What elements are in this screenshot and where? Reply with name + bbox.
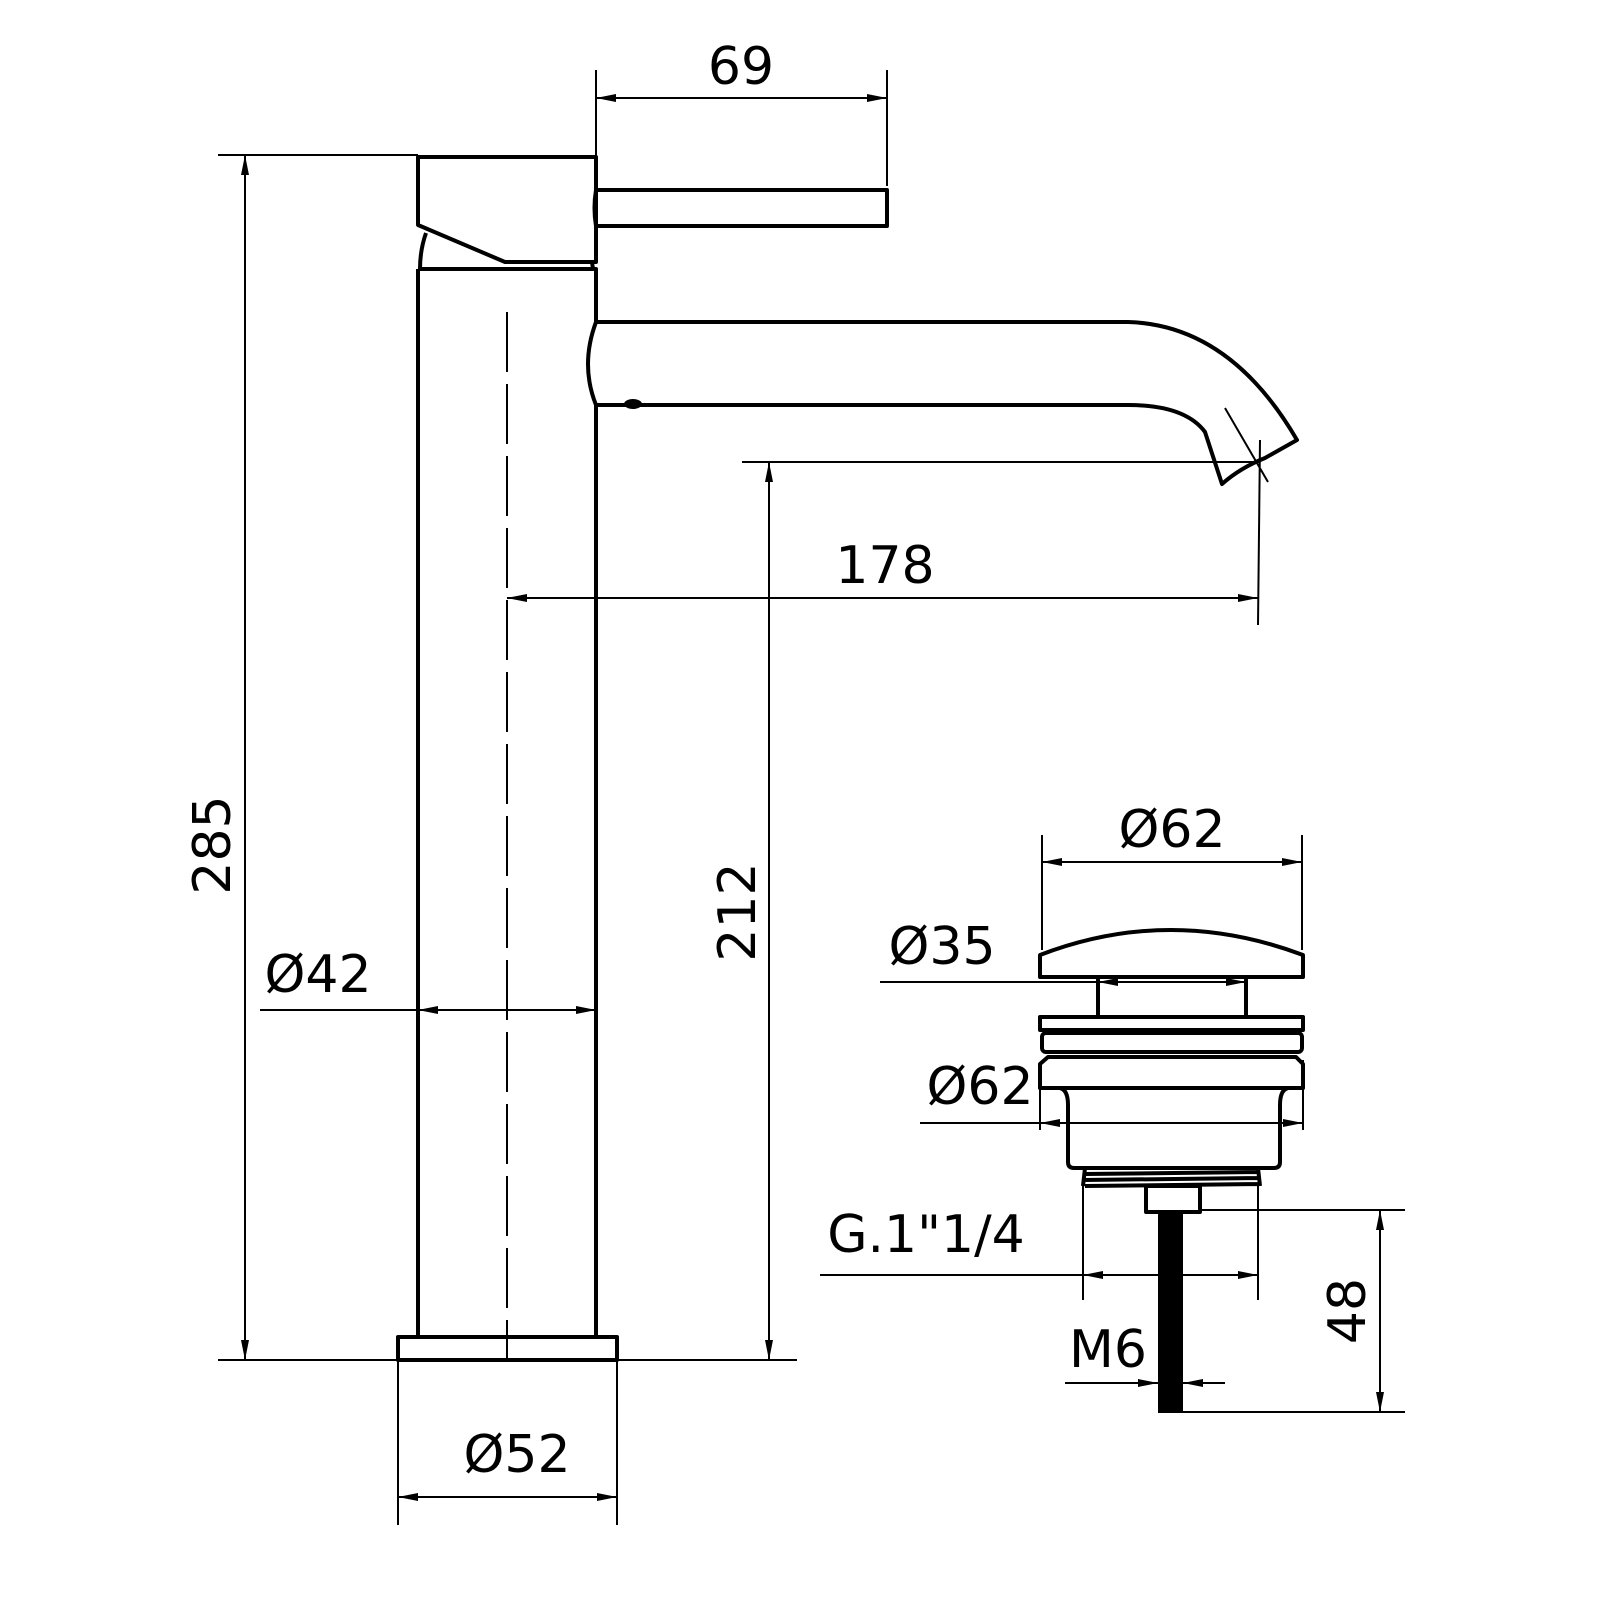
waste-ring [1040, 1031, 1304, 1054]
waste-thread [1081, 1166, 1262, 1188]
waste-body [1059, 1086, 1289, 1170]
dim-rod-length: 48 [1318, 1278, 1378, 1344]
waste-nut [1144, 1184, 1202, 1214]
lever [592, 188, 889, 228]
body [416, 267, 598, 1337]
spout [586, 320, 1299, 486]
waste-rod [1158, 1212, 1183, 1413]
dim-flange-diameter: Ø62 [926, 1057, 1033, 1117]
dim-spout-height: 212 [708, 862, 768, 961]
aerator-screw [624, 399, 642, 409]
dim-base-diameter: Ø52 [463, 1425, 570, 1485]
waste-cap [1038, 928, 1305, 979]
waste-collar [1038, 1055, 1305, 1090]
dim-rod-thread: M6 [1069, 1320, 1147, 1380]
faucet-outline [396, 155, 1299, 1362]
pop-up-waste [1038, 928, 1305, 1413]
waste-dimensions: Ø62 Ø35 Ø62 G.1"1/4 M6 48 [820, 800, 1405, 1413]
dim-stem-diameter: Ø35 [888, 917, 995, 977]
dim-spout-reach: 178 [835, 536, 934, 596]
dim-cap-diameter: Ø62 [1118, 800, 1225, 860]
faucet-dimensions: 69 285 212 178 Ø42 Ø52 [183, 37, 1269, 1525]
dim-body-diameter: Ø42 [264, 945, 371, 1005]
waste-flange [1038, 1015, 1305, 1032]
dim-thread: G.1"1/4 [827, 1205, 1025, 1265]
dim-lever-reach: 69 [708, 37, 774, 97]
dim-total-height: 285 [183, 795, 243, 894]
handle-block [416, 155, 598, 264]
